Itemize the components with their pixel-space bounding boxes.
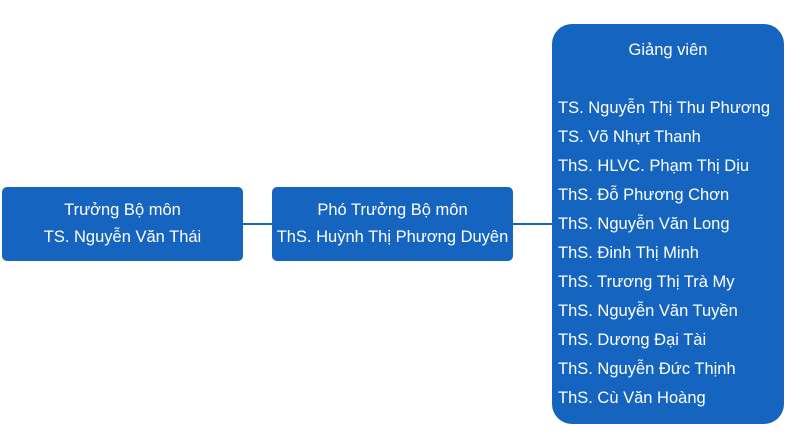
list-item: ThS. Nguyễn Văn Long (558, 215, 730, 233)
head-role: Trưởng Bộ môn (64, 201, 181, 219)
lecturers-title: Giảng viên (628, 41, 708, 59)
list-item: ThS. Nguyễn Văn Tuyền (558, 302, 738, 320)
lecturers-box: Giảng viên TS. Nguyễn Thị Thu Phương TS.… (552, 24, 784, 424)
deputy-name: ThS. Huỳnh Thị Phương Duyên (276, 228, 509, 246)
list-item: ThS. Nguyễn Đức Thịnh (558, 360, 736, 378)
list-item: ThS. Dương Đại Tài (558, 331, 707, 349)
list-item: TS. Nguyễn Thị Thu Phương (558, 99, 771, 117)
list-item: ThS. Đỗ Phương Chơn (558, 186, 730, 204)
list-item: ThS. Cù Văn Hoàng (558, 389, 706, 407)
connector-deputy-lecturers (513, 223, 552, 225)
list-item: ThS. Đinh Thị Minh (558, 244, 699, 262)
list-item: TS. Võ Nhựt Thanh (558, 128, 701, 146)
list-item: ThS. HLVC. Phạm Thị Dịu (558, 157, 750, 175)
deputy-role: Phó Trưởng Bộ môn (317, 201, 468, 219)
head-name: TS. Nguyễn Văn Thái (43, 228, 202, 246)
head-box: Trưởng Bộ môn TS. Nguyễn Văn Thái (2, 187, 243, 261)
connector-head-deputy (243, 223, 272, 225)
deputy-box: Phó Trưởng Bộ môn ThS. Huỳnh Thị Phương … (272, 187, 513, 261)
lecturer-list: TS. Nguyễn Thị Thu Phương TS. Võ Nhựt Th… (552, 94, 784, 413)
list-item: ThS. Trương Thị Trà My (558, 273, 735, 291)
